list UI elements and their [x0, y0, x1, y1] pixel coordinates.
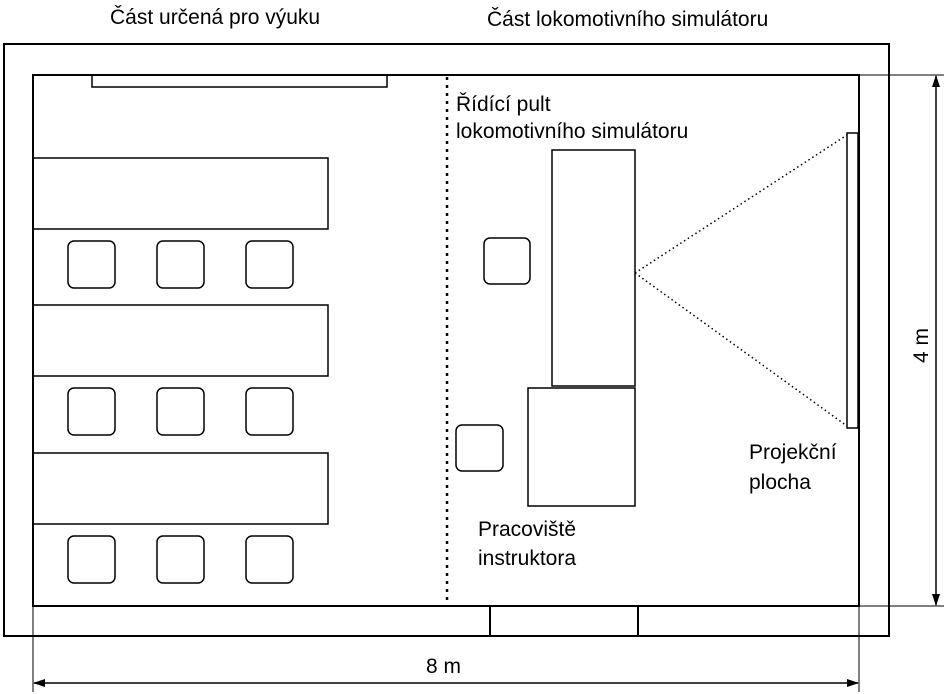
instructor-chair: [455, 424, 504, 472]
simulator-chair: [483, 237, 531, 285]
chair: [156, 240, 205, 289]
projection-ray-top: [634, 134, 848, 274]
chair: [67, 387, 116, 436]
projection-label-line2: plocha: [749, 471, 811, 494]
console-label-line2: lokomotivního simulátoru: [456, 120, 688, 143]
console-label-line1: Řídící pult: [456, 93, 551, 116]
teaching-part-title: Část určená pro výuku: [110, 6, 320, 29]
instructor-desk: [527, 387, 636, 507]
desk: [32, 452, 329, 525]
chair: [245, 240, 294, 289]
desk: [32, 157, 329, 230]
height-dimension-label: 4 m: [910, 328, 933, 363]
simulator-console: [551, 149, 636, 387]
width-dimension-label: 8 m: [426, 655, 461, 678]
chair: [67, 535, 116, 584]
desk: [32, 304, 329, 377]
chair: [156, 387, 205, 436]
projection-label-line1: Projekční: [749, 441, 837, 464]
projection-screen: [846, 132, 859, 429]
instructor-label-line1: Pracoviště: [478, 518, 576, 541]
simulator-part-title: Část lokomotivního simulátoru: [487, 8, 768, 31]
projection-ray-bottom: [634, 272, 848, 427]
chair: [245, 535, 294, 584]
outer-wall: [3, 43, 890, 637]
whiteboard: [91, 74, 388, 88]
chair: [67, 240, 116, 289]
chair: [245, 387, 294, 436]
instructor-label-line2: instruktora: [478, 547, 576, 570]
chair: [156, 535, 205, 584]
